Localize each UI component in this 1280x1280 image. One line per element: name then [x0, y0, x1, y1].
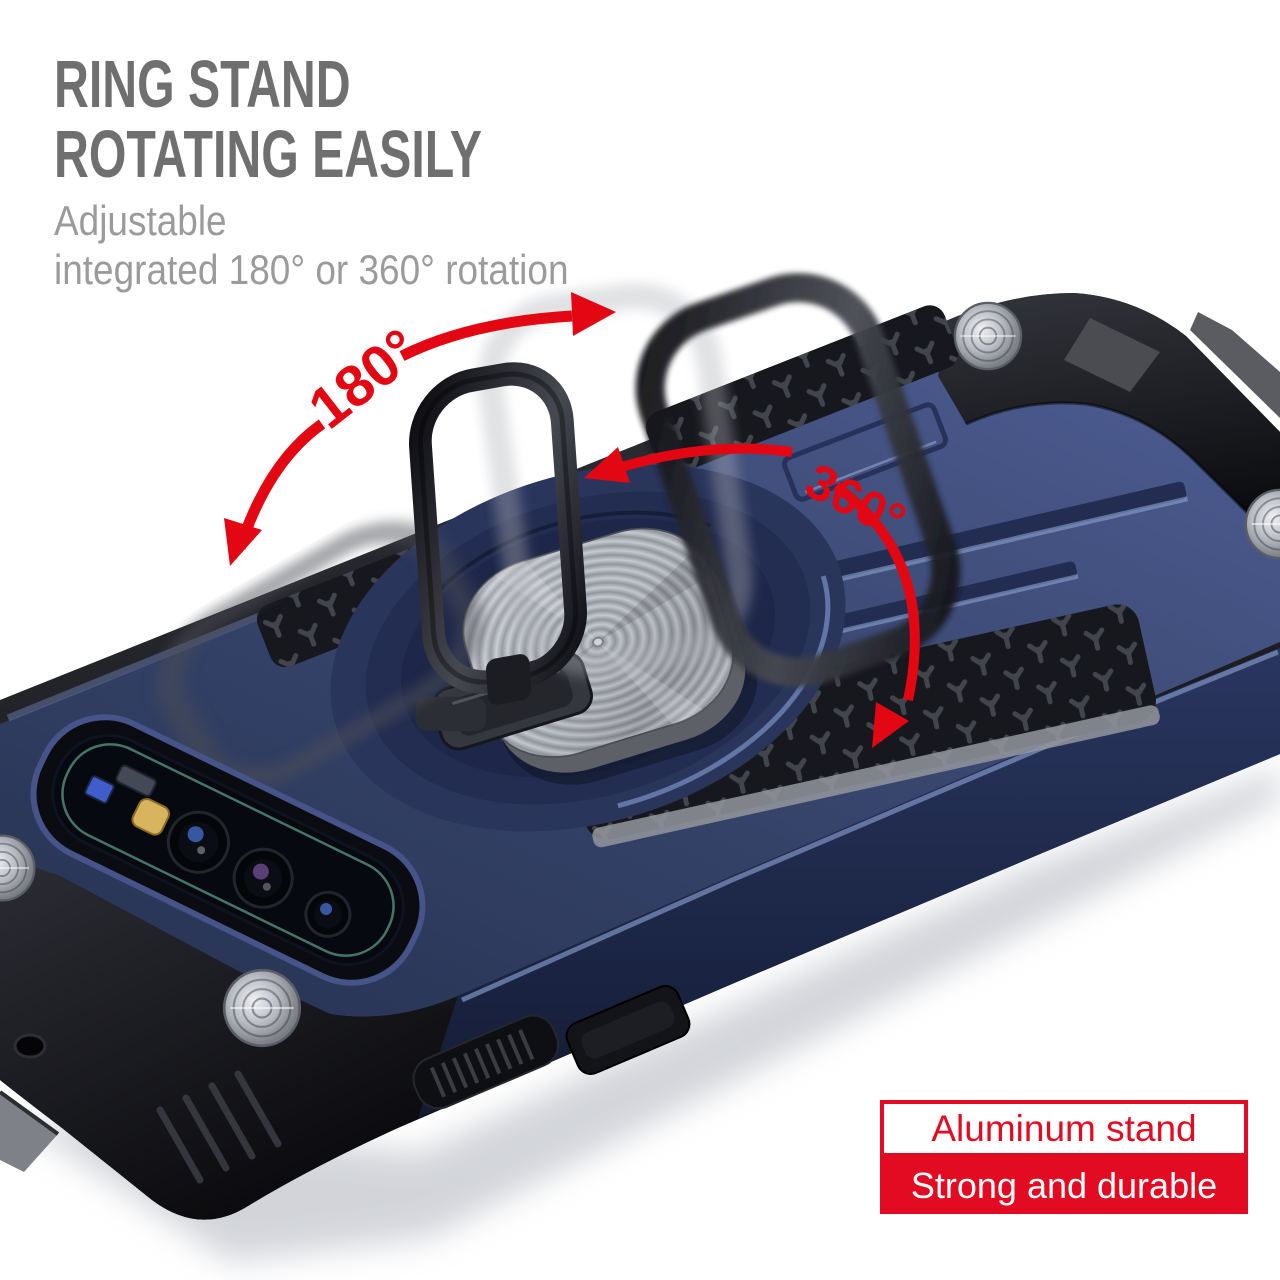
feature-badge: Aluminum stand Strong and durable [880, 1100, 1248, 1214]
end-cap-ridges [156, 1070, 282, 1184]
arrowhead-180-top-icon [571, 292, 616, 336]
case-side [388, 648, 1280, 1118]
subheadline-line-1: Adjustable [54, 197, 227, 244]
camera-sensor-blue [84, 775, 115, 804]
arrow-arc-360-right [833, 481, 920, 702]
phone-edge-peek [0, 1092, 58, 1172]
camera-lens-1 [166, 810, 230, 874]
phone-edge-shadow [0, 1090, 60, 1136]
headline: RING STAND ROTATING EASILY [54, 50, 482, 190]
bumper-gray-insert-corner [1190, 312, 1280, 418]
arrow-arc-360-left [610, 443, 793, 475]
side-button-housing [565, 985, 691, 1075]
screw-bottom-left [222, 968, 302, 1048]
bumper-gray-insert [1064, 318, 1160, 392]
screw-top-right [953, 301, 1023, 371]
bumper-inner-step [965, 401, 1280, 547]
feature-badge-title: Aluminum stand [880, 1100, 1248, 1157]
feature-badge-subtitle: Strong and durable [880, 1157, 1248, 1214]
volume-button [412, 1014, 560, 1110]
case-end-cap [0, 856, 458, 1220]
back-groove-1 [833, 481, 1189, 583]
arrowhead-180-bottom-icon [224, 518, 262, 566]
side-chamfer-highlight [460, 649, 1279, 1003]
ring-stand [409, 362, 587, 705]
camera-lens-3 [304, 890, 352, 938]
camera-lens-2 [232, 847, 294, 909]
camera-module [30, 714, 426, 986]
camera-flash [131, 797, 171, 836]
bumper-top-right [938, 293, 1280, 545]
headline-line-1: RING STAND [54, 47, 351, 122]
ring-ghost-flat [157, 521, 483, 789]
arrowhead-360-left-icon [584, 447, 630, 483]
subheadline-line-2: integrated 180° or 360° rotation [54, 246, 569, 293]
camera-sensor-gray [115, 764, 157, 797]
headline-line-2: ROTATING EASILY [54, 117, 482, 192]
ring-blurred-right [635, 273, 961, 687]
subheadline: Adjustable integrated 180° or 360° rotat… [54, 196, 569, 294]
arrow-arc-180-upper [399, 310, 573, 361]
headphone-jack-hole [13, 1033, 47, 1059]
arrowhead-360-down-icon [872, 702, 909, 748]
